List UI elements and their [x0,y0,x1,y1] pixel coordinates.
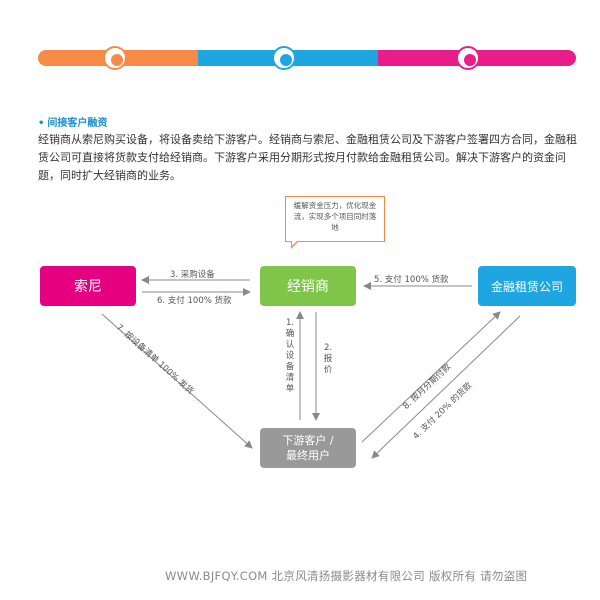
customer-label-line2: 最终用户 [286,449,330,462]
arrow-4 [371,315,521,459]
edge-label-2: 2.报价 [323,343,333,375]
callout-box: 缓解资金压力，优化现金流，实现多个项目同时落地 [285,196,385,242]
customer-label-line1: 下游客户 / [282,434,334,447]
arrow-7 [101,313,253,449]
orange-bead-icon [103,46,127,70]
decorative-progress-bar [38,46,576,70]
edge-label-6: 6. 支付 100% 货款 [157,296,232,306]
node-dealer: 经销商 [260,266,356,306]
edge-label-3: 3. 采购设备 [170,270,215,280]
description-paragraph: 经销商从索尼购买设备，将设备卖给下游客户。经销商与索尼、金融租赁公司及下游客户签… [38,133,577,182]
arrow-8 [361,311,501,443]
bullet-icon: • [38,118,45,129]
blue-bead-icon [272,46,296,70]
callout-tail [291,240,299,249]
node-downstream-customer: 下游客户 / 最终用户 [260,428,356,468]
node-sony: 索尼 [40,266,136,306]
edge-label-1: 1.确认设备清单 [285,318,295,394]
edge-label-5: 5. 支付 100% 货款 [374,275,449,285]
node-leasing-company: 金融租赁公司 [478,266,576,306]
watermark-text: WWW.BJFQY.COM 北京风清扬摄影器材有限公司 版权所有 请勿盗图 [165,569,528,583]
section-title: •间接客户融资 [38,118,108,129]
magenta-bead-icon [456,46,480,70]
